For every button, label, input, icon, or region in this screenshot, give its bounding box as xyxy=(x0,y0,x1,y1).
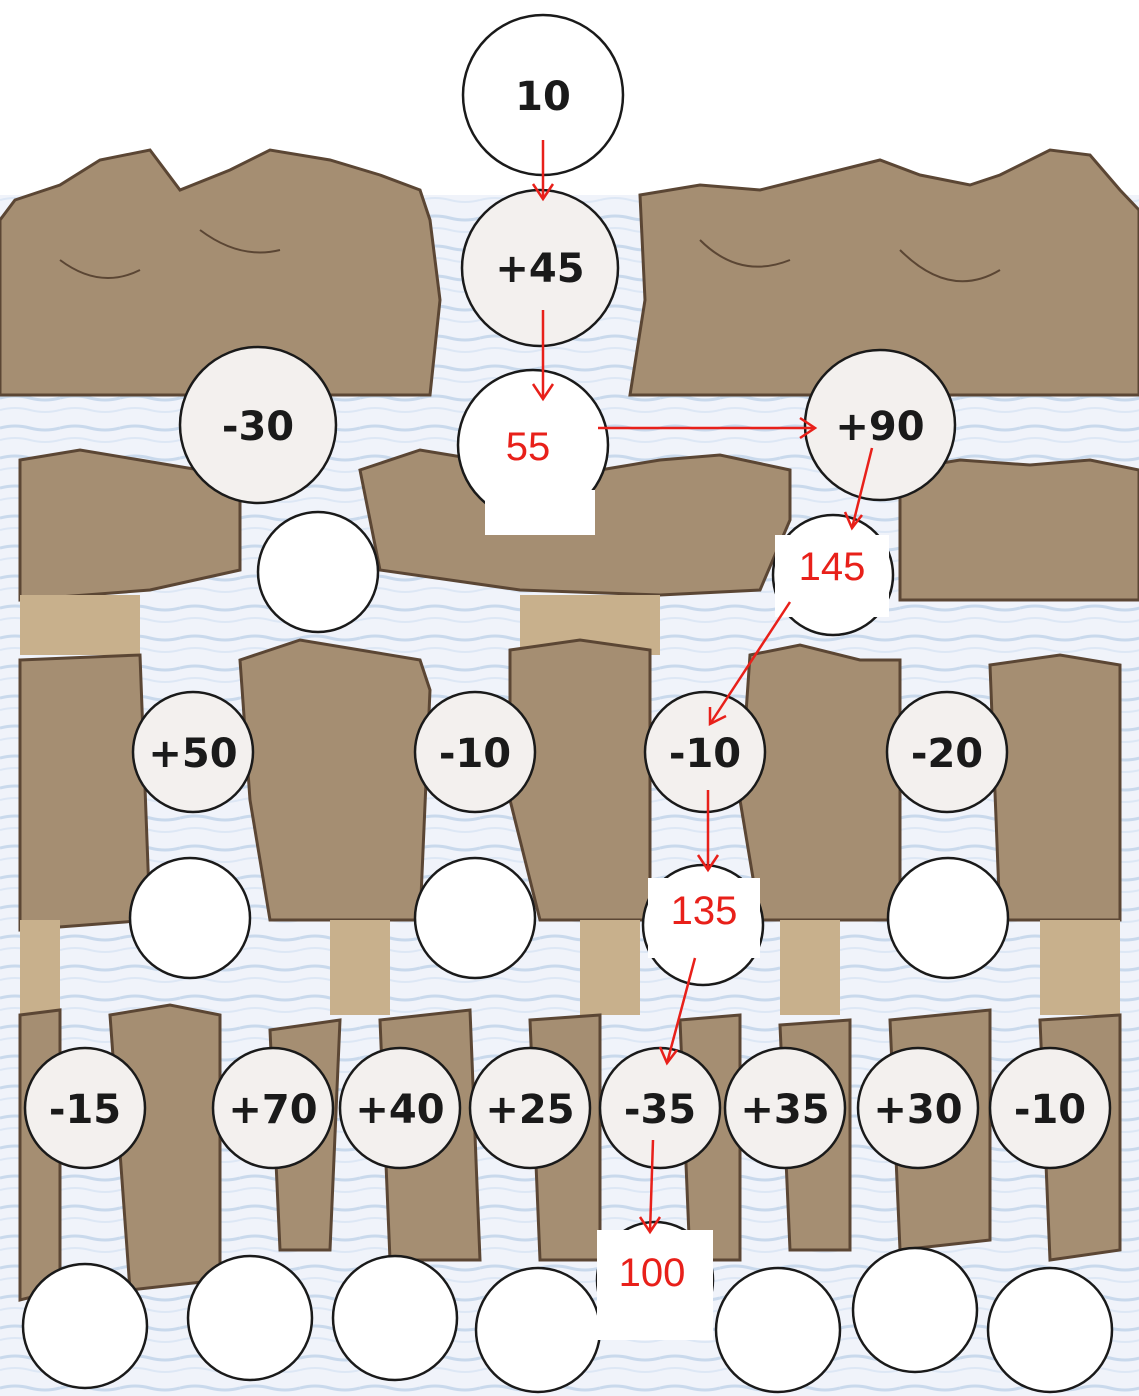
empty-node-row3-2 xyxy=(415,858,535,978)
result-circle-4 xyxy=(476,1268,600,1392)
result-circle-1 xyxy=(23,1264,147,1388)
op-node-minus10-b: -10 xyxy=(645,692,765,812)
op-label: +50 xyxy=(148,731,237,777)
op-node-minus35: -35 xyxy=(600,1048,720,1168)
op-node-plus70: +70 xyxy=(213,1048,333,1168)
op-label: -30 xyxy=(222,404,294,450)
empty-node-left xyxy=(258,512,378,632)
op-label: -20 xyxy=(911,731,983,777)
op-node-plus50: +50 xyxy=(133,692,253,812)
op-node-plus25: +25 xyxy=(470,1048,590,1168)
answer-label: 100 xyxy=(619,1251,686,1295)
op-node-plus45: +45 xyxy=(462,190,618,346)
op-node-minus15: -15 xyxy=(25,1048,145,1168)
op-node-plus30: +30 xyxy=(858,1048,978,1168)
op-label: -10 xyxy=(439,731,511,777)
result-circle-3 xyxy=(333,1256,457,1380)
op-node-minus10-c: -10 xyxy=(990,1048,1110,1168)
start-label: 10 xyxy=(515,74,571,120)
empty-node-row3-4 xyxy=(888,858,1008,978)
result-circle-7 xyxy=(853,1248,977,1372)
result-circle-6 xyxy=(716,1268,840,1392)
op-label: +35 xyxy=(740,1087,829,1133)
op-node-plus40: +40 xyxy=(340,1048,460,1168)
answer-node-135: 135 xyxy=(643,865,763,985)
result-circle-8 xyxy=(988,1268,1112,1392)
op-label: -15 xyxy=(49,1087,121,1133)
op-label: +40 xyxy=(355,1087,444,1133)
op-node-minus10-a: -10 xyxy=(415,692,535,812)
answer-label: 135 xyxy=(671,889,738,933)
op-label: -10 xyxy=(1014,1087,1086,1133)
op-label: -35 xyxy=(624,1087,696,1133)
op-label: +30 xyxy=(873,1087,962,1133)
op-node-minus30: -30 xyxy=(180,347,336,503)
op-label: -10 xyxy=(669,731,741,777)
op-node-plus35: +35 xyxy=(725,1048,845,1168)
answer-node-100: 100 xyxy=(597,1222,713,1340)
empty-node-row3-1 xyxy=(130,858,250,978)
op-label: +45 xyxy=(495,246,584,292)
op-node-minus20: -20 xyxy=(887,692,1007,812)
op-label: +70 xyxy=(228,1087,317,1133)
op-label: +25 xyxy=(485,1087,574,1133)
op-node-plus90: +90 xyxy=(805,350,955,500)
op-label: +90 xyxy=(835,404,924,450)
answer-label: 145 xyxy=(799,545,866,589)
result-circle-2 xyxy=(188,1256,312,1380)
answer-node-145: 145 xyxy=(773,515,893,635)
answer-label: 55 xyxy=(506,425,551,469)
